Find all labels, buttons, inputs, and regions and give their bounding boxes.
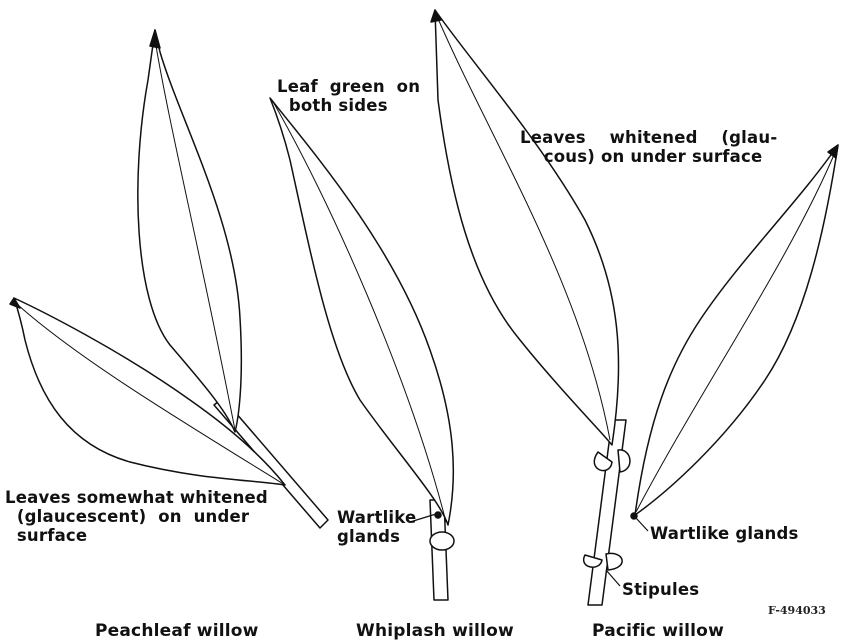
figure-number: F-494033	[768, 604, 826, 617]
peachleaf-tip-top	[150, 30, 160, 48]
peachleaf-lower-leaf	[14, 298, 285, 485]
whiplash-gland-dot	[435, 512, 441, 518]
pacific-right-leaf	[635, 145, 838, 515]
pacific-glands-leader	[636, 518, 648, 531]
whiplash-leaf-note: Leaf green on both sides	[277, 77, 420, 115]
caption-peachleaf: Peachleaf willow	[95, 622, 259, 641]
pacific-upper-leaf	[435, 10, 619, 445]
stipules-label: Stipules	[622, 580, 699, 599]
peachleaf-leaf-note: Leaves somewhat whitened (glaucescent) o…	[5, 488, 268, 545]
whiplash-glands-label: Wartlike glands	[337, 508, 416, 546]
pacific-willow-specimen	[431, 10, 838, 605]
whiplash-glands	[430, 532, 454, 550]
caption-whiplash: Whiplash willow	[356, 622, 514, 641]
pacific-stipule-lower-right	[606, 553, 622, 570]
peachleaf-upper-leaf	[138, 30, 242, 432]
pacific-stipule-upper-right	[618, 450, 630, 472]
pacific-leaf-note: Leaves whitened (glau- cous) on under su…	[520, 128, 777, 166]
pacific-twig	[588, 420, 626, 605]
caption-pacific: Pacific willow	[592, 622, 724, 641]
stipules-leader	[606, 570, 620, 586]
pacific-glands-label: Wartlike glands	[650, 524, 799, 543]
whiplash-leaf	[270, 98, 453, 525]
